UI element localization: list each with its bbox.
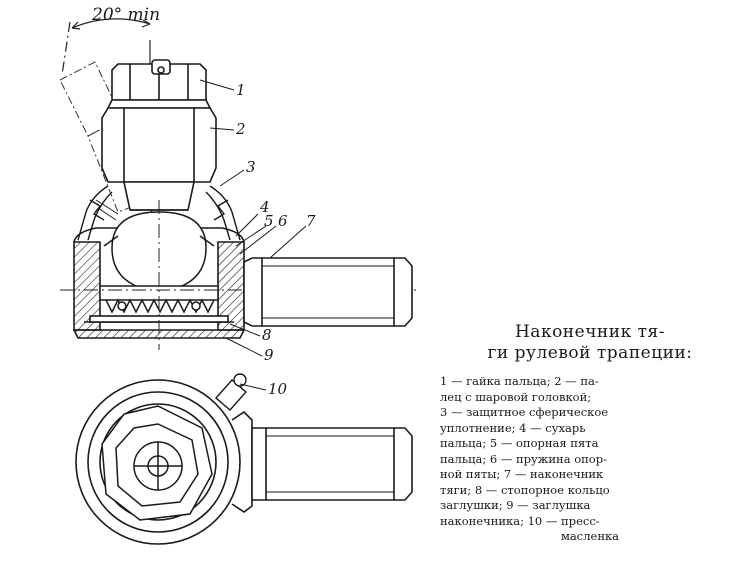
caption-title: Наконечник тя- ги рулевой трапеции: <box>440 322 740 364</box>
caption-legend-line: масленка <box>560 529 620 543</box>
callout-8: 8 <box>262 326 272 344</box>
callout-numbers: 1 2 3 4 5 6 7 8 9 10 <box>235 81 316 398</box>
caption-legend-line: пальца; 5 — опорная пята <box>440 436 599 450</box>
caption-legend-line: пальца; 6 — пружина опор- <box>440 451 607 466</box>
tie-rod-shank <box>243 257 413 327</box>
caption-title-line: Наконечник тя- <box>514 322 665 342</box>
top-view-castle-nut <box>101 405 213 521</box>
grease-fitting <box>215 373 247 411</box>
callout-5: 5 <box>264 212 274 230</box>
protective-boot <box>77 185 241 241</box>
callout-1: 1 <box>236 81 246 99</box>
caption-legend-line: 1 — гайка пальца; 2 — па- <box>440 374 599 388</box>
top-view-shank <box>251 427 413 501</box>
callout-6: 6 <box>278 212 288 230</box>
callout-9: 9 <box>264 346 274 364</box>
caption-legend-line: наконечника; 10 — пресс- <box>440 513 600 528</box>
callout-3: 3 <box>246 158 256 176</box>
caption-legend-line: 3 — защитное сферическое <box>440 405 609 419</box>
figure-caption: Наконечник тя- ги рулевой трапеции: 1 — … <box>440 322 740 545</box>
pin-nut <box>106 59 212 109</box>
callout-2: 2 <box>235 120 246 138</box>
caption-legend-line: заглушки; 9 — заглушка <box>440 498 591 512</box>
callout-4: 4 <box>259 198 270 216</box>
top-view-housing <box>75 379 253 545</box>
caption-legend-line: уплотнение; 4 — сухарь <box>440 420 586 435</box>
caption-legend: 1 — гайка пальца; 2 — па- лец с шаровой … <box>440 374 740 545</box>
caption-legend-line: лец с шаровой головкой; <box>440 389 592 404</box>
caption-title-line: ги рулевой трапеции: <box>487 343 693 363</box>
caption-legend-line: тяги; 8 — стопорное кольцо <box>440 482 610 497</box>
angle-label: 20° min <box>91 5 160 25</box>
leader-lines <box>199 79 307 391</box>
ball-pin <box>101 107 217 211</box>
callout-7: 7 <box>306 212 316 230</box>
callout-10: 10 <box>268 380 288 398</box>
caption-legend-line: ной пяты; 7 — наконечник <box>440 467 604 481</box>
